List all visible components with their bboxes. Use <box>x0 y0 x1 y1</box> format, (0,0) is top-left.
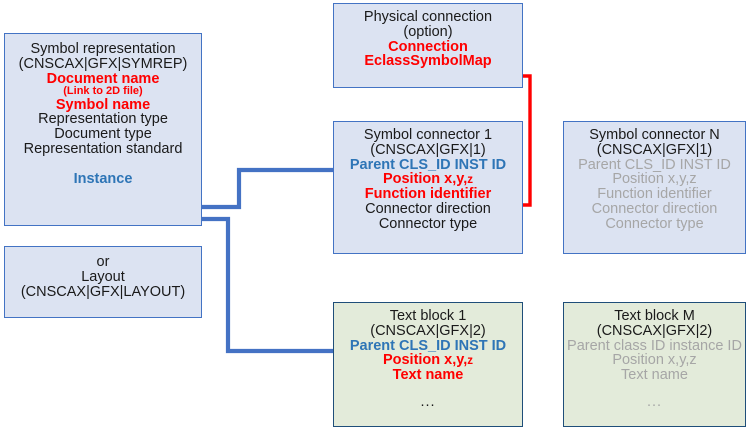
physconn-line-2: Connection <box>388 38 468 55</box>
physconn-line-0: Physical connection <box>363 9 493 25</box>
txtM-line-5: ... <box>646 393 663 410</box>
layout-line-1: Layout <box>81 268 125 285</box>
position-z-glyph: z <box>467 174 474 187</box>
box-text-block-1[interactable]: Text block 1 (CNSCAX|GFX|2) Parent CLS_I… <box>333 302 523 427</box>
txt1-position-text: Position x,y,z <box>382 352 474 369</box>
box-symbol-representation[interactable]: Symbol representation (CNSCAX|GFX|SYMREP… <box>4 33 202 226</box>
connN-line-0: Symbol connector N <box>589 127 720 143</box>
symrep-line-5: Representation type <box>38 111 168 128</box>
txt1-line-5: ... <box>420 393 436 410</box>
box-symbol-connector-n[interactable]: Symbol connector N (CNSCAX|GFX|1) Parent… <box>563 121 746 254</box>
txt1-line-4: Text name <box>392 367 464 384</box>
conn1-line-4: Function identifier <box>364 186 492 203</box>
conn1-line-3: Position x,y,z <box>334 172 522 187</box>
symrep-line-2: Document name <box>46 70 160 87</box>
txtM-line-4: Text name <box>621 367 688 384</box>
connN-line-6: Connector type <box>605 215 704 232</box>
physconn-line-1: (option) <box>403 23 453 40</box>
connN-line-4: Function identifier <box>597 186 712 203</box>
conn1-line-2: Parent CLS_ID INST ID <box>349 156 507 173</box>
layout-line-2: (CNSCAX|GFX|LAYOUT) <box>20 283 186 300</box>
conn1-line-5: Connector direction <box>365 200 491 217</box>
box-text-block-m[interactable]: Text block M (CNSCAX|GFX|2) Parent class… <box>563 302 746 427</box>
txt1-line-1: (CNSCAX|GFX|2) <box>370 322 486 339</box>
physconn-line-3: EclassSymbolMap <box>364 53 492 70</box>
symrep-line-1: (CNSCAX|GFX|SYMREP) <box>18 55 188 72</box>
txtM-line-0: Text block M <box>614 308 695 324</box>
txtM-line-1: (CNSCAX|GFX|2) <box>596 322 713 339</box>
connN-line-2: Parent CLS_ID INST ID <box>578 156 731 173</box>
connN-line-1: (CNSCAX|GFX|1) <box>596 141 713 158</box>
box-physical-connection[interactable]: Physical connection (option) Connection … <box>333 3 523 88</box>
connN-line-5: Connector direction <box>591 200 718 217</box>
txt1-line-2: Parent CLS_ID INST ID <box>349 337 507 354</box>
connN-line-3: Position x,y,z <box>612 171 697 188</box>
symrep-line-3: (Link to 2D file) <box>63 85 143 98</box>
symrep-line-6: Document type <box>54 126 152 143</box>
txt1-line-3: Position x,y,z <box>334 353 522 368</box>
txt1-line-0: Text block 1 <box>389 308 467 324</box>
box-symbol-connector-1[interactable]: Symbol connector 1 (CNSCAX|GFX|1) Parent… <box>333 121 523 254</box>
symrep-line-7: Representation standard <box>23 140 183 157</box>
position-z-glyph: z <box>467 355 474 368</box>
conn1-line-1: (CNSCAX|GFX|1) <box>370 141 486 158</box>
conn1-line-0: Symbol connector 1 <box>363 127 493 143</box>
txtM-line-3: Position x,y,z <box>612 352 697 369</box>
symrep-instance-label: Instance <box>73 170 133 187</box>
conn1-position-text: Position x,y,z <box>382 171 474 188</box>
box-layout[interactable]: or Layout (CNSCAX|GFX|LAYOUT) <box>4 246 202 318</box>
symrep-line-4: Symbol name <box>55 96 151 113</box>
symrep-line-0: Symbol representation <box>30 41 176 57</box>
layout-line-0: or <box>96 254 110 270</box>
conn1-line-6: Connector type <box>378 215 478 232</box>
txtM-line-2: Parent class ID instance ID <box>567 337 742 354</box>
